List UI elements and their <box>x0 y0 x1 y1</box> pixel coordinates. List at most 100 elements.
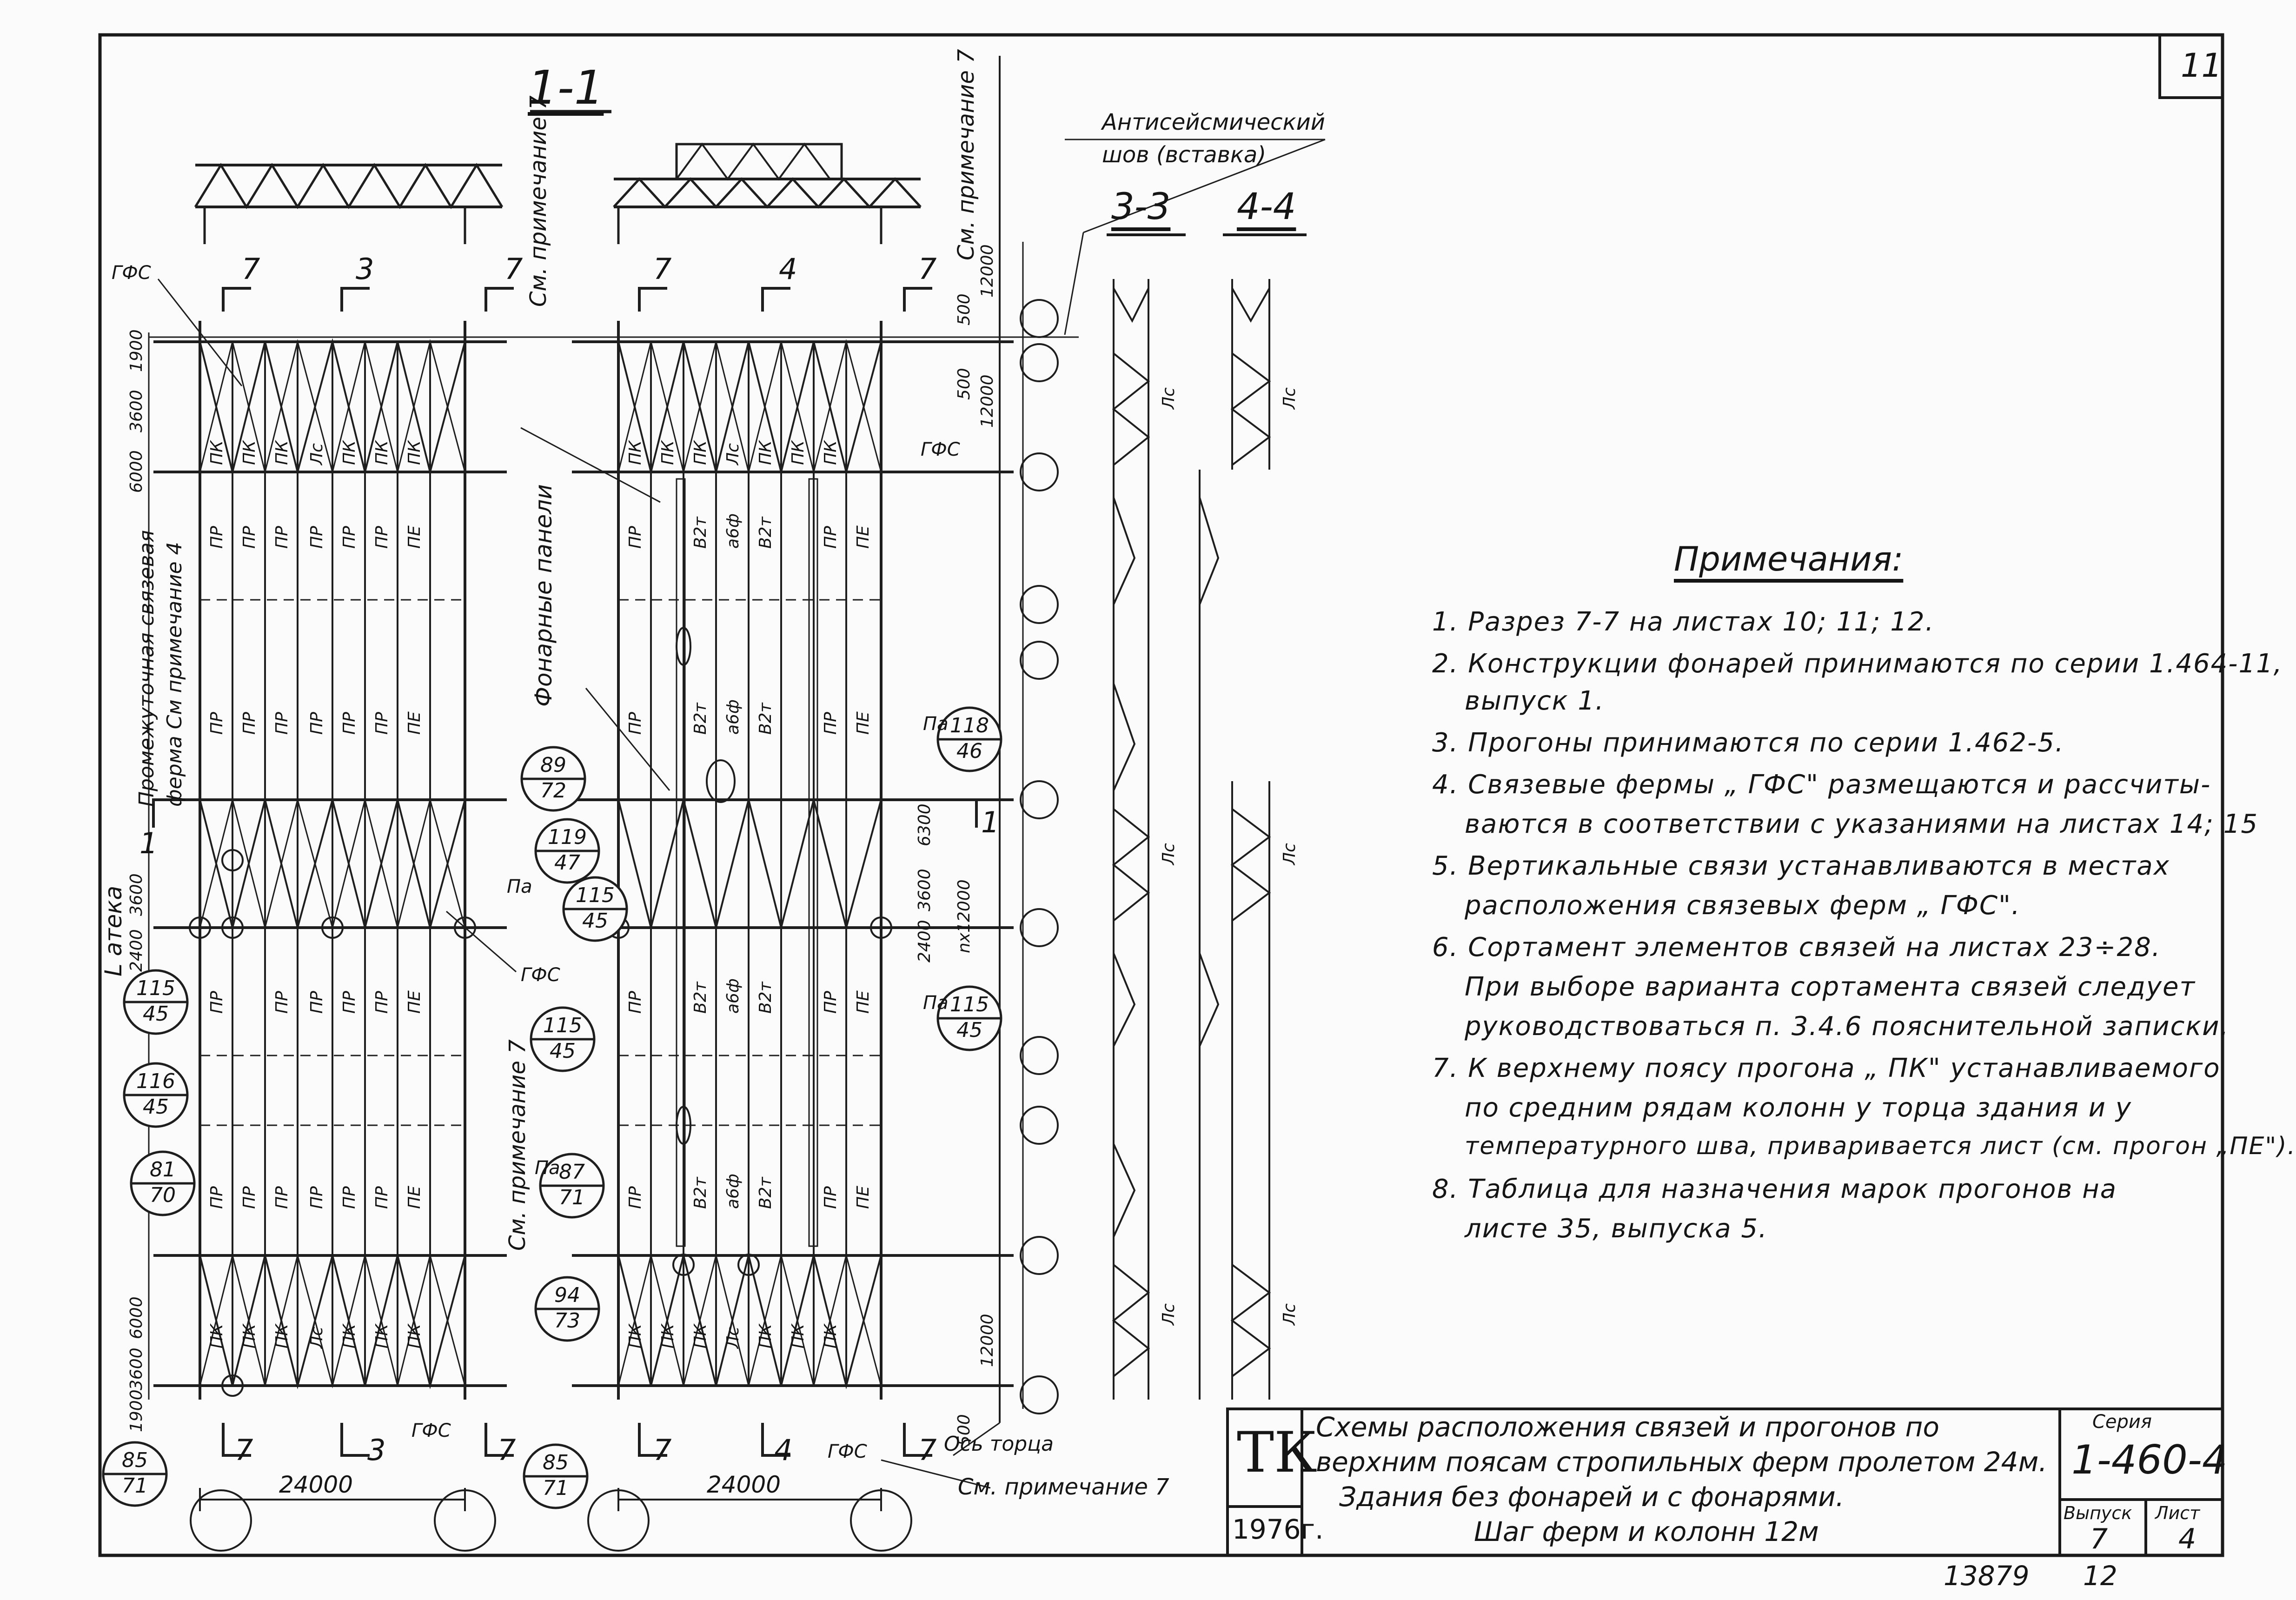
seismic-joint-line2: шов (вставка) <box>1102 142 1267 168</box>
svg-text:Па: Па <box>507 876 532 897</box>
ref-115-45-d <box>936 985 1002 1051</box>
see-note7-bottom: См. примечание 7 <box>958 1474 1169 1500</box>
section-views <box>1064 139 1326 1400</box>
svg-text:81: 81 <box>150 1158 176 1182</box>
ref-115-45-b <box>530 1006 596 1072</box>
svg-text:ПР: ПР <box>240 712 259 735</box>
sheet-number: 11 <box>2181 46 2223 85</box>
svg-text:7: 7 <box>653 1433 671 1467</box>
svg-text:Лс: Лс <box>307 443 326 466</box>
ref-89-72 <box>520 746 586 812</box>
svg-text:4: 4 <box>779 252 797 286</box>
svg-text:ПР: ПР <box>372 712 392 735</box>
cut-numbers: 7 3 7 7 4 7 7 3 7 7 4 7 1 1 <box>139 252 999 1467</box>
ref-94-73 <box>534 1276 600 1342</box>
svg-text:6300: 6300 <box>915 803 934 846</box>
svg-text:Па: Па <box>535 1157 560 1179</box>
svg-text:87: 87 <box>559 1160 585 1184</box>
svg-text:ПК: ПК <box>207 440 226 465</box>
svg-text:ПК: ПК <box>240 1323 259 1348</box>
svg-text:7: 7 <box>653 252 671 286</box>
section-1-1-title: 1-1 <box>528 60 604 115</box>
svg-text:ПР: ПР <box>821 991 840 1014</box>
svg-text:ПК: ПК <box>272 1323 292 1348</box>
see-note7-mid: См. примечание 7 <box>504 1039 531 1251</box>
svg-text:71: 71 <box>543 1476 569 1500</box>
footer-page: 12 <box>2083 1560 2117 1592</box>
svg-text:ПР: ПР <box>207 526 226 549</box>
svg-text:Лс: Лс <box>723 443 743 466</box>
svg-text:ПР: ПР <box>272 526 292 549</box>
svg-text:ПР: ПР <box>626 712 645 735</box>
svg-text:ПК: ПК <box>789 1323 808 1348</box>
svg-text:85: 85 <box>122 1448 148 1472</box>
svg-text:24000: 24000 <box>279 1471 353 1498</box>
sheet-number-box <box>2158 35 2223 99</box>
ref-87-71 <box>539 1153 605 1219</box>
svg-text:116: 116 <box>136 1069 175 1093</box>
section-4-4-title: 4-4 <box>1237 186 1296 228</box>
svg-text:ГФС: ГФС <box>828 1441 867 1462</box>
svg-text:ПК: ПК <box>756 440 775 465</box>
svg-text:ПР: ПР <box>307 991 326 1014</box>
svg-text:ПК: ПК <box>691 1323 710 1348</box>
svg-text:ПК: ПК <box>372 440 392 465</box>
svg-text:1: 1 <box>981 805 999 839</box>
svg-text:45: 45 <box>582 909 608 933</box>
svg-text:7: 7 <box>235 1433 253 1467</box>
title-line-4: Шаг ферм и колонн 12м <box>1474 1516 1819 1547</box>
svg-text:6000: 6000 <box>127 1296 146 1339</box>
svg-text:ПК: ПК <box>691 440 710 465</box>
sheet-label: Лист <box>2155 1503 2200 1523</box>
svg-text:500: 500 <box>955 368 974 400</box>
svg-text:94: 94 <box>554 1283 580 1307</box>
svg-text:ПК: ПК <box>658 1323 677 1348</box>
title-line-2: верхним поясам стропильных ферм пролетом… <box>1316 1446 2047 1478</box>
ref-116-45 <box>123 1062 189 1128</box>
svg-text:ПК: ПК <box>405 1323 424 1348</box>
lantern-panels-label: Фонарные панели <box>530 484 557 707</box>
svg-text:1: 1 <box>139 826 158 860</box>
dimension-texts: 24000 24000 1900 3600 6000 3600 2400 600… <box>127 244 997 1498</box>
svg-text:46: 46 <box>956 739 982 763</box>
svg-text:ПР: ПР <box>272 1186 292 1209</box>
svg-text:ПЕ: ПЕ <box>405 525 424 549</box>
see-note7-top-left: См. примечание 7 <box>525 95 551 307</box>
svg-text:2400: 2400 <box>127 929 146 972</box>
svg-text:В2т: В2т <box>756 1176 775 1209</box>
svg-text:500: 500 <box>955 1414 974 1446</box>
note-7b: по средним рядам колонн у торца здания и… <box>1465 1093 2132 1123</box>
svg-text:7: 7 <box>242 252 260 286</box>
svg-text:ПР: ПР <box>307 712 326 735</box>
svg-text:Лс: Лс <box>1159 1303 1178 1326</box>
ref-85-71-b <box>523 1443 589 1509</box>
note-1: 1. Разрез 7-7 на листах 10; 11; 12. <box>1432 607 1935 637</box>
svg-text:В2т: В2т <box>756 702 775 735</box>
svg-text:ПР: ПР <box>272 712 292 735</box>
svg-text:7: 7 <box>504 252 523 286</box>
note-6: 6. Сортамент элементов связей на листах … <box>1432 932 2161 963</box>
svg-text:73: 73 <box>554 1309 580 1333</box>
svg-text:ГФС: ГФС <box>411 1420 451 1441</box>
svg-text:Лс: Лс <box>1159 387 1178 410</box>
footer-inventory: 13879 <box>1944 1560 2030 1592</box>
svg-text:72: 72 <box>540 779 566 803</box>
svg-text:12000: 12000 <box>978 1314 997 1367</box>
svg-text:ПР: ПР <box>340 526 359 549</box>
svg-text:70: 70 <box>150 1183 176 1207</box>
svg-text:ПК: ПК <box>405 440 424 465</box>
outer-frame <box>98 33 2224 1557</box>
svg-text:ПК: ПК <box>789 440 808 465</box>
svg-text:ПК: ПК <box>372 1323 392 1348</box>
end-axis-label: Ось торца <box>944 1432 1054 1456</box>
svg-text:ПР: ПР <box>821 1186 840 1209</box>
notes-heading: Примечания: <box>1674 539 1904 578</box>
svg-text:7: 7 <box>498 1433 516 1467</box>
svg-text:ПЕ: ПЕ <box>854 990 873 1014</box>
svg-text:ГФС: ГФС <box>921 439 960 460</box>
title-logo: ТК <box>1237 1421 1317 1485</box>
series-value: 1-460-4 <box>2071 1437 2228 1483</box>
note-3: 3. Прогоны принимаются по серии 1.462-5. <box>1432 728 2064 758</box>
plan-no-lantern <box>148 163 514 1552</box>
ref-81-70 <box>130 1150 196 1216</box>
